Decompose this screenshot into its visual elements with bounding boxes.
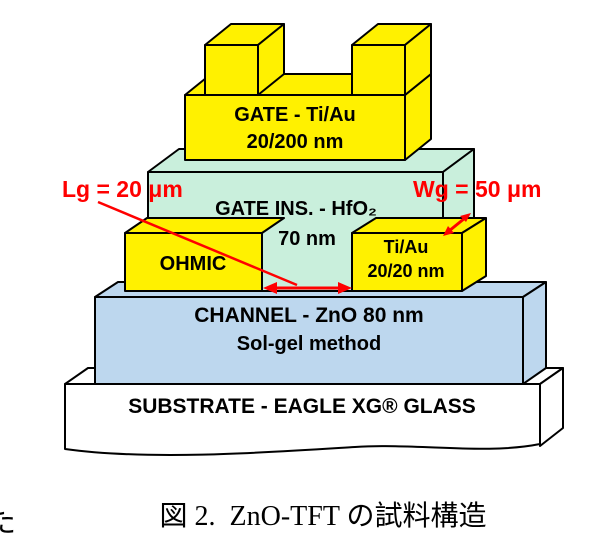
figure-title: ZnO-TFT の試料構造 <box>229 501 487 532</box>
gate-block: GATE - Ti/Au 20/200 nm <box>184 23 432 161</box>
channel-block: CHANNEL - ZnO 80 nm Sol-gel method <box>94 281 547 385</box>
page-edge-partial-character: た <box>0 506 16 539</box>
gate-label-line1: GATE - Ti/Au <box>234 104 355 126</box>
gate-width-arrow-line <box>448 216 466 233</box>
gate-insulator-label-line1: GATE INS. - HfO₂ <box>215 198 377 220</box>
ohmic-top-face <box>124 217 285 234</box>
gate-width-annotation: Wg = 50 μm <box>413 176 541 236</box>
gate-width-arrowhead-lower <box>443 226 454 236</box>
gate-label-line2: 20/200 nm <box>247 131 344 153</box>
gate-insulator-label-line2: 70 nm <box>278 228 336 250</box>
gate-base-front-face <box>184 94 406 161</box>
channel-label-line1: CHANNEL - ZnO 80 nm <box>194 304 423 327</box>
channel-front-face <box>94 296 524 385</box>
device-structure-diagram: SUBSTRATE - EAGLE XG® GLASS CHANNEL - Zn… <box>62 23 564 456</box>
gate-length-arrowhead-left <box>263 282 277 294</box>
ohmic-front-face <box>124 232 263 292</box>
gate-left-prong-front-face <box>204 44 259 96</box>
gate-width-arrowhead-upper <box>460 213 471 222</box>
channel-label-line2: Sol-gel method <box>237 333 381 355</box>
ohmic-label: OHMIC <box>160 253 227 275</box>
gate-right-prong-front-face <box>351 44 406 96</box>
gate-length-label: Lg = 20 μm <box>62 176 183 202</box>
substrate-label: SUBSTRATE - EAGLE XG® GLASS <box>128 395 476 418</box>
gate-length-annotation: Lg = 20 μm <box>62 176 352 294</box>
gate-length-arrowhead-right <box>338 282 352 294</box>
drain-front-face <box>351 232 463 292</box>
drain-label-line1: Ti/Au <box>384 237 429 257</box>
figure-caption: 図 2. ZnO-TFT の試料構造 <box>0 494 610 534</box>
channel-right-face <box>522 281 547 385</box>
figure-number: 図 2. <box>159 501 216 532</box>
ohmic-contact-block: OHMIC <box>124 217 285 292</box>
drain-label-line2: 20/20 nm <box>367 261 444 281</box>
gate-width-label: Wg = 50 μm <box>413 176 541 202</box>
substrate-front-face <box>64 383 541 456</box>
drain-contact-block: Ti/Au 20/20 nm <box>351 217 487 292</box>
gate-length-pointer-line <box>97 200 298 287</box>
